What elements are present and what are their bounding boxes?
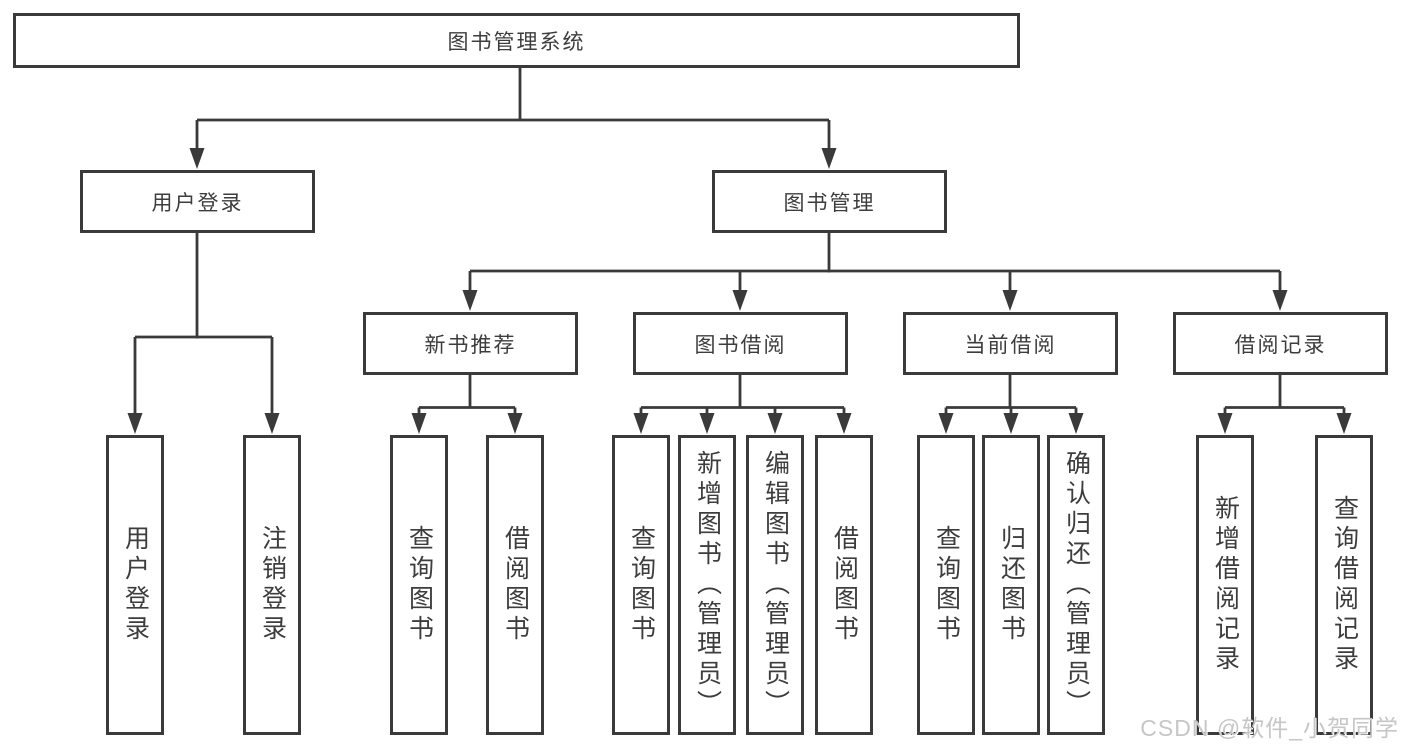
node-root-system: 图书管理系统	[13, 13, 1020, 68]
connector-current-to-leaves	[938, 375, 1084, 434]
leaf-query-books-current: 查询图书	[917, 435, 975, 735]
arrowhead	[821, 148, 837, 169]
leaf-logout: 注销登录	[243, 435, 301, 735]
connector-login-to-leaves	[127, 233, 280, 434]
arrowhead	[127, 413, 143, 434]
leaf-add-borrow-record: 新增借阅记录	[1196, 435, 1254, 735]
arrowhead	[1217, 413, 1233, 434]
arrowhead	[836, 413, 852, 434]
leaf-return-books: 归还图书	[982, 435, 1040, 735]
node-borrow-records: 借阅记录	[1173, 312, 1388, 375]
arrowhead	[507, 413, 523, 434]
leaf-query-books-borrow: 查询图书	[612, 435, 670, 735]
arrowhead	[732, 290, 748, 311]
arrowhead	[462, 290, 478, 311]
leaf-borrow-books-recommend: 借阅图书	[486, 435, 544, 735]
arrowhead	[767, 413, 783, 434]
arrowhead	[1003, 413, 1019, 434]
node-book-borrow: 图书借阅	[633, 312, 848, 375]
node-new-book-recommend: 新书推荐	[363, 312, 578, 375]
connector-records-to-leaves	[1217, 375, 1352, 434]
arrowhead	[189, 148, 205, 169]
leaf-edit-books-admin: 编辑图书（管理员）	[746, 435, 804, 735]
leaf-confirm-return-admin: 确认归还（管理员）	[1047, 435, 1105, 735]
connector-newbook-to-leaves	[411, 375, 523, 434]
connector-root-to-level2	[189, 68, 837, 169]
arrowhead	[264, 413, 280, 434]
arrowhead	[1272, 290, 1288, 311]
arrowhead	[1002, 290, 1018, 311]
node-current-borrow: 当前借阅	[903, 312, 1118, 375]
arrowhead	[699, 413, 715, 434]
arrowhead	[1336, 413, 1352, 434]
node-user-login-branch: 用户登录	[80, 170, 315, 233]
leaf-add-books-admin: 新增图书（管理员）	[678, 435, 736, 735]
leaf-user-login: 用户登录	[106, 435, 164, 735]
arrowhead	[411, 413, 427, 434]
csdn-watermark: CSDN @软件_小贺同学	[1140, 715, 1399, 741]
connector-mgmt-to-groups	[462, 233, 1288, 311]
connector-borrow-to-leaves	[633, 375, 852, 434]
leaf-borrow-books: 借阅图书	[815, 435, 873, 735]
arrowhead	[938, 413, 954, 434]
arrowhead	[633, 413, 649, 434]
node-book-management: 图书管理	[712, 170, 947, 233]
leaf-query-borrow-record: 查询借阅记录	[1315, 435, 1373, 735]
arrowhead	[1068, 413, 1084, 434]
leaf-query-books-recommend: 查询图书	[390, 435, 448, 735]
